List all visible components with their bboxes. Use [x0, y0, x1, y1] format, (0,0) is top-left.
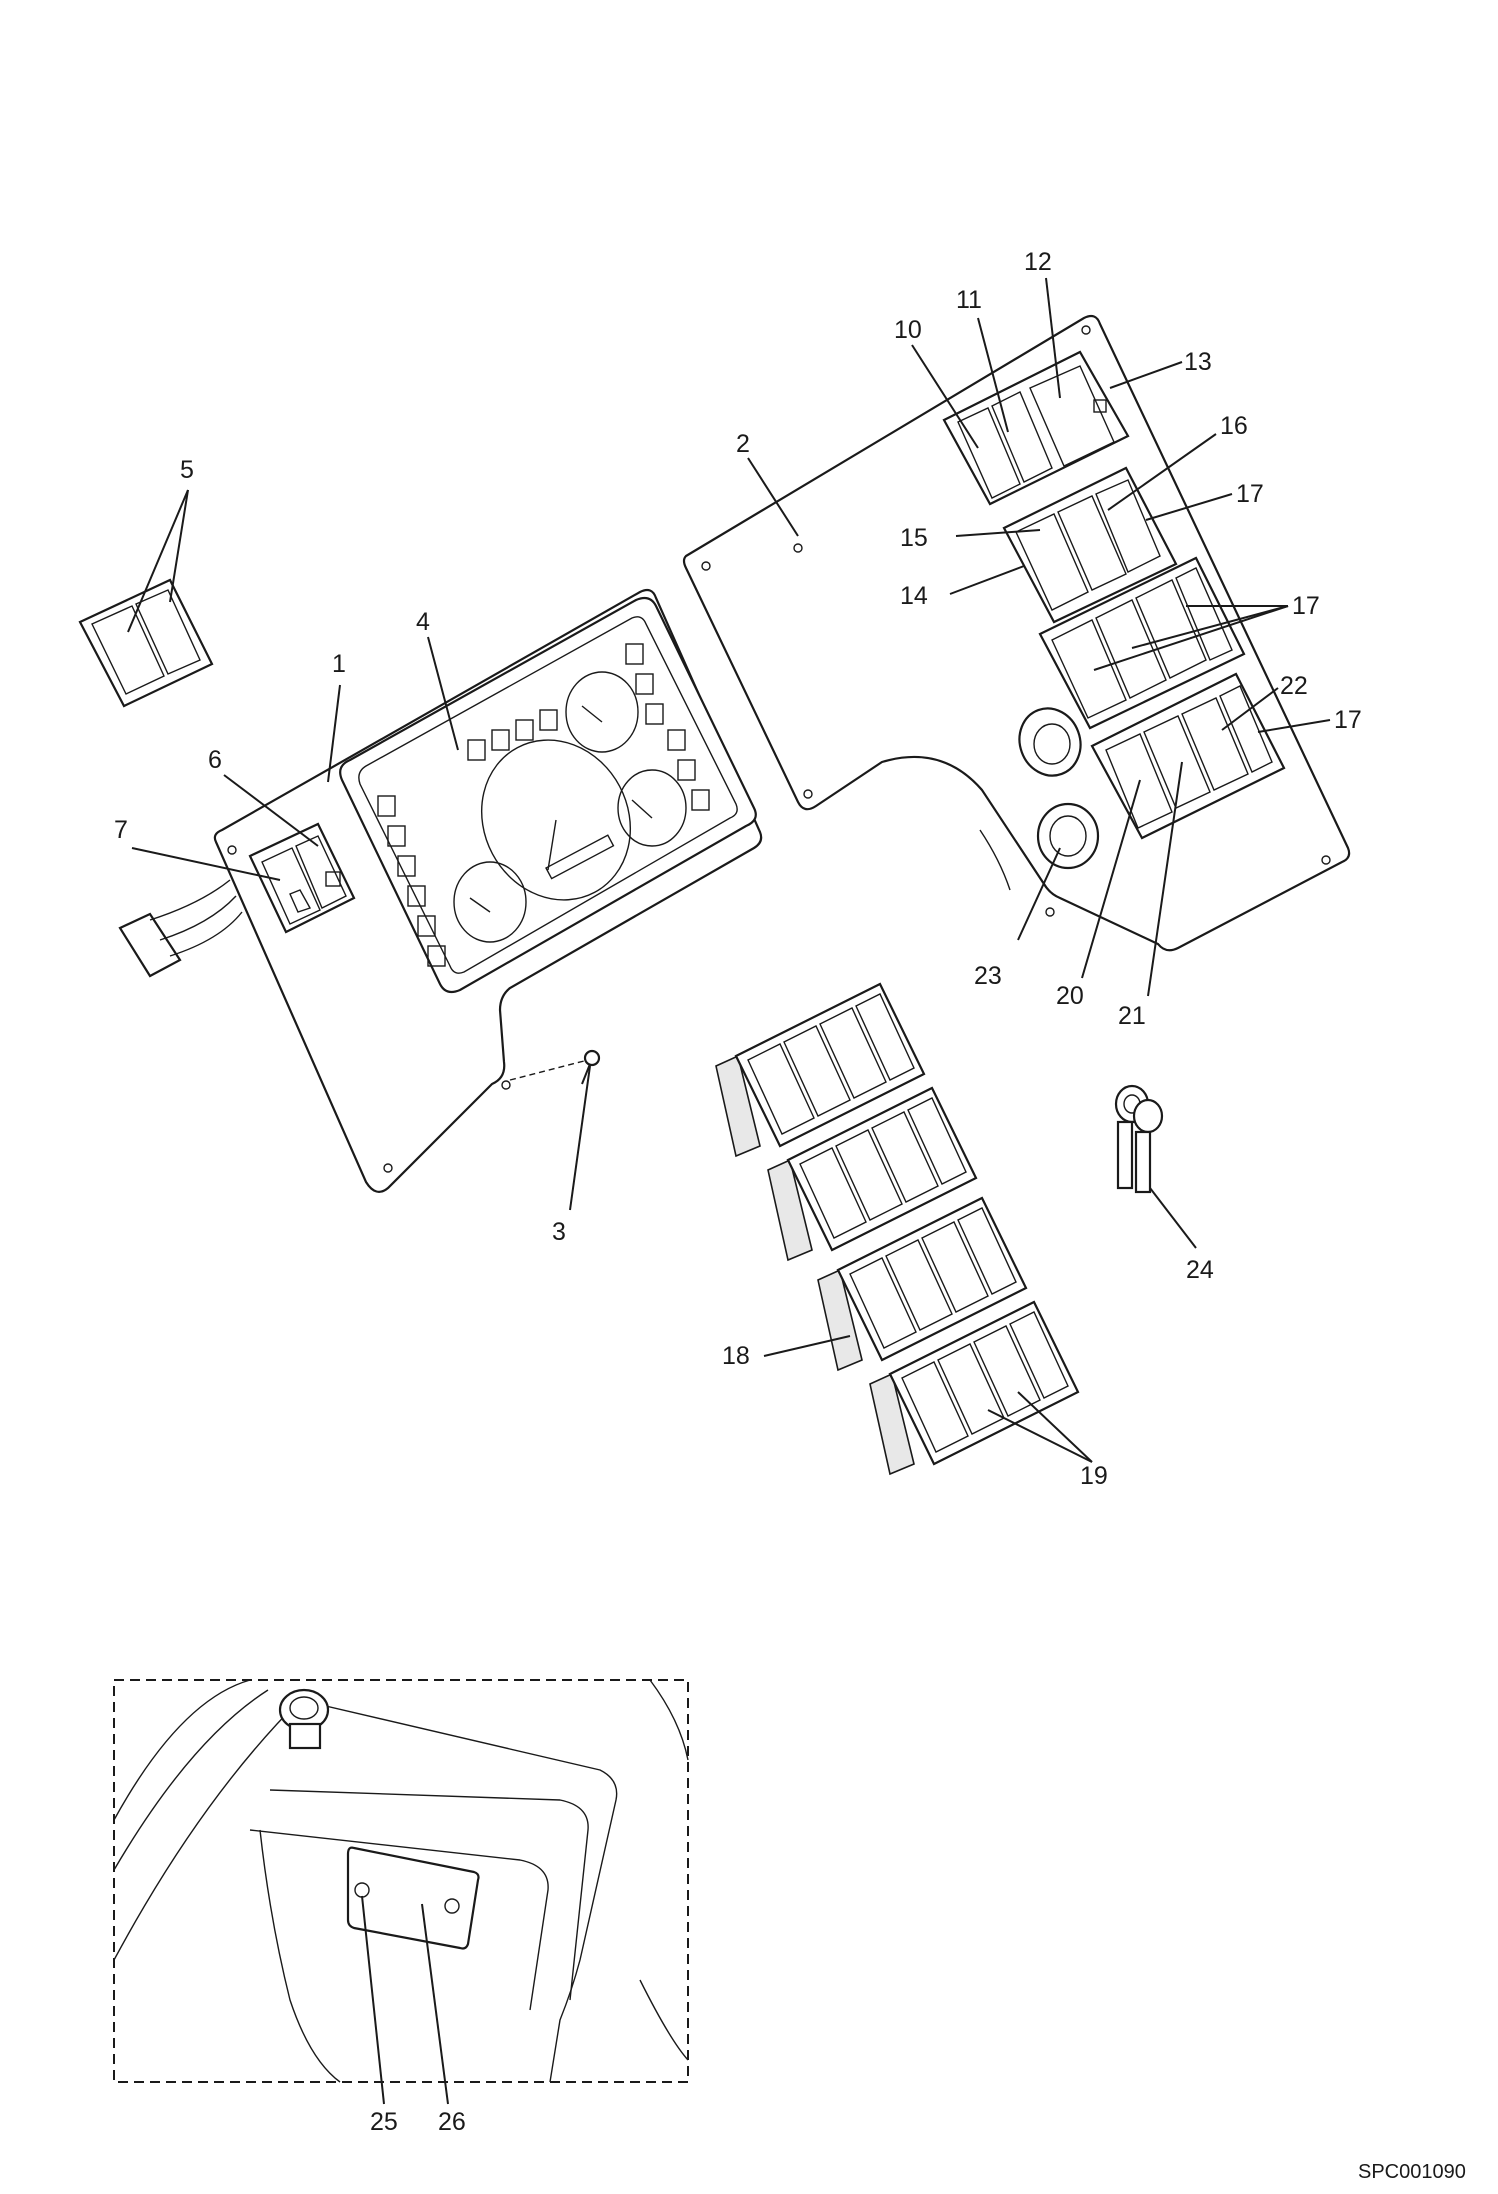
- switch-blanks-stack: [715, 982, 1080, 1476]
- callout-21: 21: [1118, 1002, 1146, 1030]
- spare-switch-pair: [78, 578, 214, 708]
- callout-16: 16: [1220, 412, 1248, 440]
- callout-3: 3: [552, 1218, 566, 1246]
- callout-4: 4: [416, 608, 430, 636]
- callout-17-a: 17: [1236, 480, 1264, 508]
- callout-7: 7: [114, 816, 128, 844]
- leader-lines: [127, 277, 1331, 2105]
- ignition-keys: [1114, 1084, 1164, 1194]
- callout-25: 25: [370, 2108, 398, 2136]
- instrument-cluster: [339, 596, 757, 994]
- callout-23: 23: [974, 962, 1002, 990]
- callout-15: 15: [900, 524, 928, 552]
- callout-5: 5: [180, 456, 194, 484]
- reference-code: SPC001090: [1358, 2161, 1466, 2183]
- ignition-switch: [979, 707, 1100, 891]
- callout-13: 13: [1184, 348, 1212, 376]
- callout-12: 12: [1024, 248, 1052, 276]
- top-switch-block: [942, 350, 1130, 506]
- callout-24: 24: [1186, 1256, 1214, 1284]
- callout-2: 2: [736, 430, 750, 458]
- callout-22: 22: [1280, 672, 1308, 700]
- upper-right-switch-block: [1038, 556, 1246, 730]
- callout-20: 20: [1056, 982, 1084, 1010]
- callout-1: 1: [332, 650, 346, 678]
- callout-26: 26: [438, 2108, 466, 2136]
- callout-6: 6: [208, 746, 222, 774]
- callout-19: 19: [1080, 1462, 1108, 1490]
- callout-14: 14: [900, 582, 928, 610]
- callout-17-b: 17: [1292, 592, 1320, 620]
- callout-17-c: 17: [1334, 706, 1362, 734]
- callout-10: 10: [894, 316, 922, 344]
- callout-11: 11: [956, 286, 982, 314]
- callout-labels: 1 2 3 4 5 6 7 10 11 12 13 14 15 16 17 17…: [114, 248, 1362, 2136]
- lower-right-switch-block: [1090, 672, 1286, 840]
- callout-18: 18: [722, 1342, 750, 1370]
- left-panel-switch-pair: [248, 822, 356, 934]
- middle-switch-block: [1002, 466, 1178, 624]
- inset-detail: [113, 1679, 689, 2083]
- screw: [509, 1049, 601, 1085]
- wiring-connector: [118, 879, 243, 978]
